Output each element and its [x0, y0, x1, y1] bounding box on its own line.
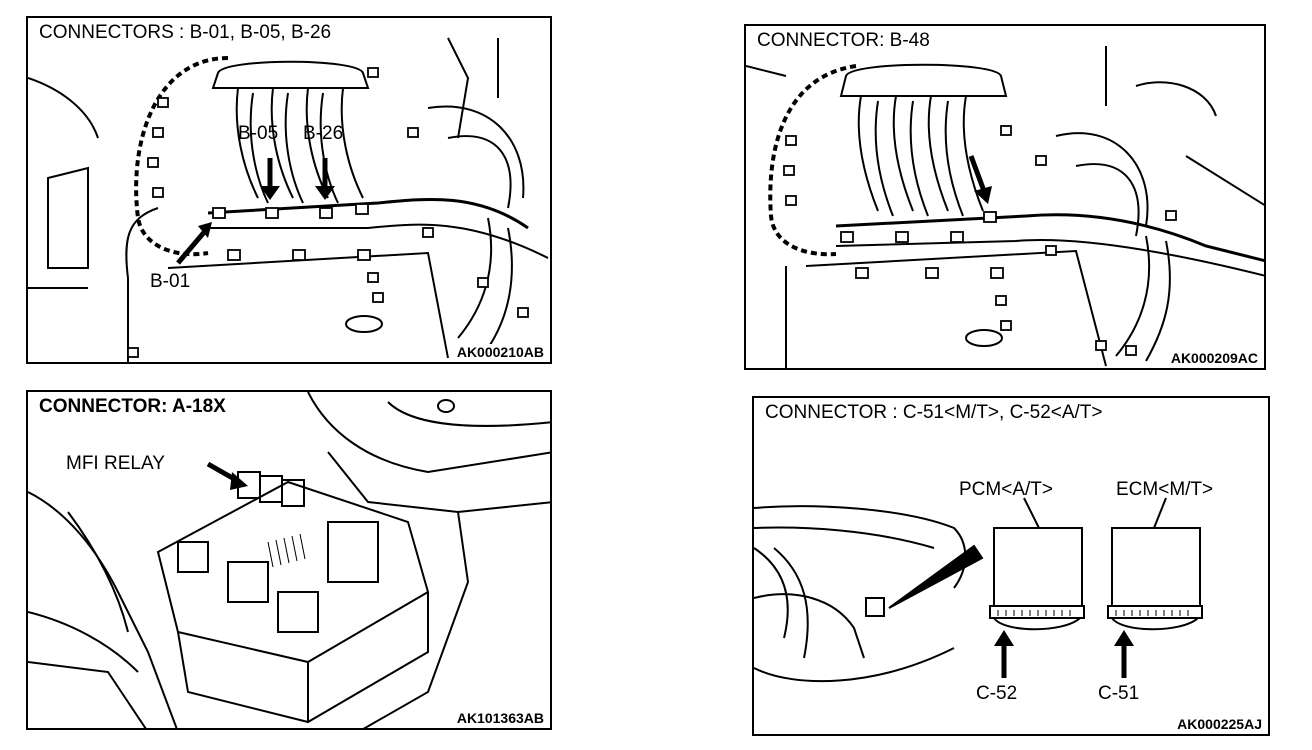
panel-title: CONNECTOR: B-48	[754, 30, 933, 52]
engine-harness-illustration	[28, 37, 549, 362]
label-b-05: B-05	[238, 123, 279, 144]
panel-title: CONNECTOR : C-51<M/T>, C-52<A/T>	[762, 402, 1106, 424]
label-b-01: B-01	[150, 271, 191, 292]
figure-code: AK000225AJ	[1175, 716, 1264, 732]
label-c-51: C-51	[1098, 683, 1140, 704]
relay-box-diagram-a18x: CONNECTOR: A-18X MFI RELAY AK101363AB	[26, 390, 552, 730]
panel-title: CONNECTORS : B-01, B-05, B-26	[36, 22, 335, 44]
engine-harness-illustration	[746, 46, 1264, 368]
figure-code: AK000209AC	[1168, 350, 1260, 366]
figure-code: AK000210AB	[454, 344, 546, 360]
figure-code: AK101363AB	[454, 710, 546, 726]
label-pcm: PCM<A/T>	[959, 479, 1053, 500]
relay-box-illustration	[28, 392, 550, 728]
label-ecm: ECM<M/T>	[1116, 479, 1214, 500]
ecu-diagram-c51-c52: CONNECTOR : C-51<M/T>, C-52<A/T> PCM<A/T…	[752, 396, 1270, 736]
label-mfi-relay: MFI RELAY	[66, 453, 165, 474]
engine-bay-diagram-b01-b05-b26: CONNECTORS : B-01, B-05, B-26 B-05 B-26 …	[26, 16, 552, 364]
ecu-illustration	[754, 497, 1203, 683]
label-b-26: B-26	[303, 123, 344, 144]
label-c-52: C-52	[976, 683, 1018, 704]
panel-title: CONNECTOR: A-18X	[36, 396, 229, 418]
engine-bay-diagram-b48: CONNECTOR: B-48 AK000209AC	[744, 24, 1266, 370]
